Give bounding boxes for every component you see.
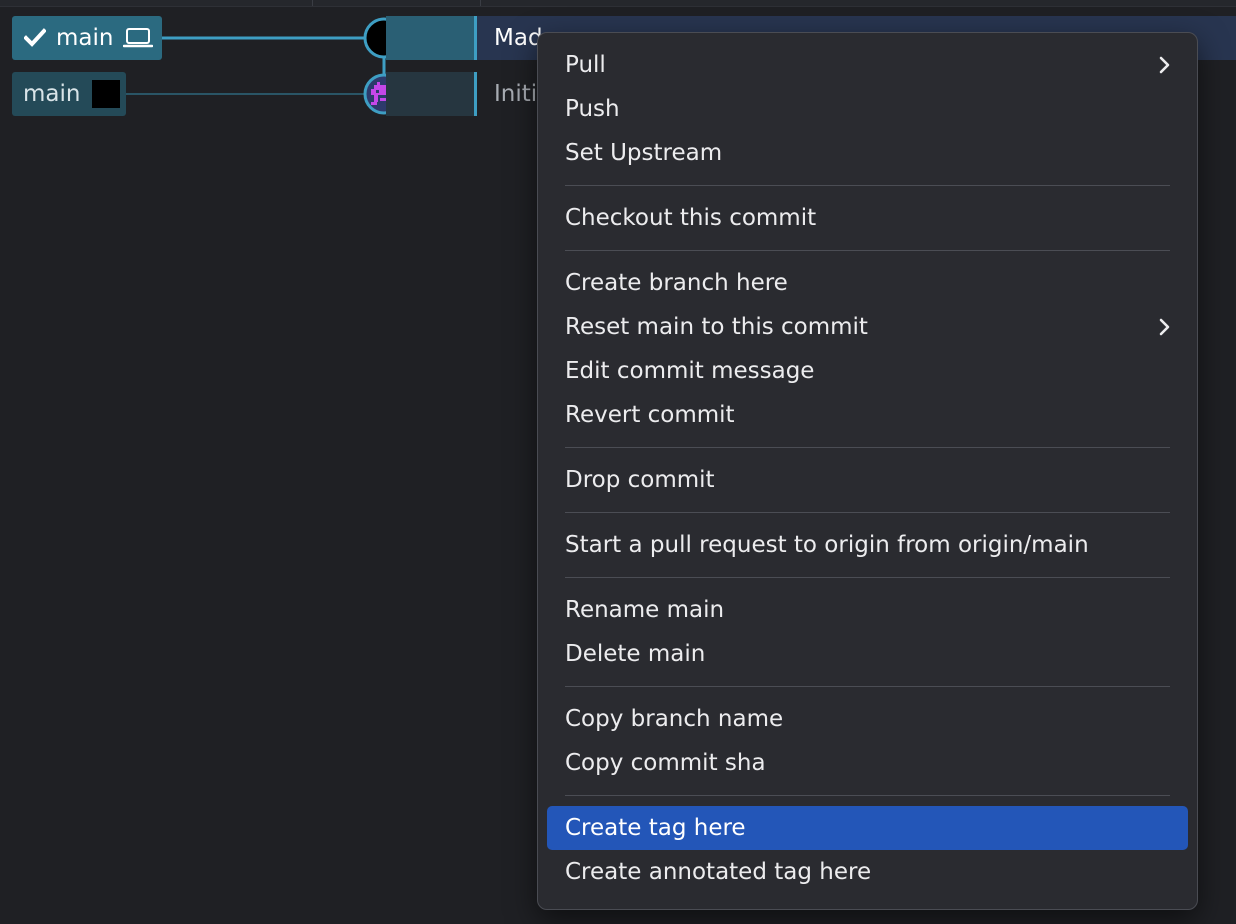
menu-item-delete-main[interactable]: Delete main bbox=[547, 632, 1188, 676]
column-divider[interactable] bbox=[480, 0, 481, 6]
menu-item-create-tag-here[interactable]: Create tag here bbox=[547, 806, 1188, 850]
menu-item-label: Create tag here bbox=[565, 815, 746, 841]
menu-item-create-annotated-tag-here[interactable]: Create annotated tag here bbox=[547, 850, 1188, 894]
menu-item-set-upstream[interactable]: Set Upstream bbox=[547, 131, 1188, 175]
column-header-strip bbox=[0, 0, 1236, 7]
menu-item-revert-commit[interactable]: Revert commit bbox=[547, 393, 1188, 437]
menu-item-label: Create branch here bbox=[565, 270, 788, 296]
menu-item-label: Start a pull request to origin from orig… bbox=[565, 532, 1089, 558]
row-graph-cell bbox=[386, 16, 474, 60]
commit-message: Initi bbox=[494, 81, 538, 107]
checkmark-icon bbox=[24, 28, 46, 47]
chevron-right-icon bbox=[1159, 318, 1170, 336]
row-accent-bar bbox=[474, 16, 477, 60]
branch-name: main bbox=[56, 25, 114, 51]
menu-item-label: Push bbox=[565, 96, 620, 122]
menu-item-start-a-pull-request-to-origin-from-origin-main[interactable]: Start a pull request to origin from orig… bbox=[547, 523, 1188, 567]
column-divider[interactable] bbox=[312, 0, 313, 6]
menu-separator bbox=[565, 795, 1170, 796]
menu-separator bbox=[565, 447, 1170, 448]
menu-item-pull[interactable]: Pull bbox=[547, 43, 1188, 87]
menu-item-reset-main-to-this-commit[interactable]: Reset main to this commit bbox=[547, 305, 1188, 349]
commit-message: Mad bbox=[494, 25, 543, 51]
menu-item-checkout-this-commit[interactable]: Checkout this commit bbox=[547, 196, 1188, 240]
branch-label-remote[interactable]: main bbox=[12, 72, 126, 116]
menu-item-label: Checkout this commit bbox=[565, 205, 817, 231]
menu-item-label: Reset main to this commit bbox=[565, 314, 868, 340]
menu-item-rename-main[interactable]: Rename main bbox=[547, 588, 1188, 632]
menu-item-label: Edit commit message bbox=[565, 358, 815, 384]
menu-item-label: Delete main bbox=[565, 641, 706, 667]
menu-item-label: Pull bbox=[565, 52, 606, 78]
menu-item-copy-branch-name[interactable]: Copy branch name bbox=[547, 697, 1188, 741]
menu-item-label: Drop commit bbox=[565, 467, 715, 493]
menu-item-label: Revert commit bbox=[565, 402, 735, 428]
menu-separator bbox=[565, 577, 1170, 578]
menu-separator bbox=[565, 512, 1170, 513]
menu-item-label: Rename main bbox=[565, 597, 725, 623]
menu-item-push[interactable]: Push bbox=[547, 87, 1188, 131]
chevron-right-icon bbox=[1159, 56, 1170, 74]
menu-item-label: Create annotated tag here bbox=[565, 859, 872, 885]
menu-separator bbox=[565, 686, 1170, 687]
branch-name: main bbox=[23, 81, 81, 107]
menu-item-label: Set Upstream bbox=[565, 140, 723, 166]
avatar-eye bbox=[376, 90, 379, 93]
branch-label-local[interactable]: main bbox=[12, 16, 162, 60]
laptop-icon bbox=[123, 28, 154, 48]
row-graph-cell bbox=[386, 72, 474, 116]
menu-item-drop-commit[interactable]: Drop commit bbox=[547, 458, 1188, 502]
menu-item-copy-commit-sha[interactable]: Copy commit sha bbox=[547, 741, 1188, 785]
menu-item-create-branch-here[interactable]: Create branch here bbox=[547, 261, 1188, 305]
row-accent-bar bbox=[474, 72, 477, 116]
remote-avatar-icon bbox=[92, 80, 121, 108]
menu-separator bbox=[565, 185, 1170, 186]
commit-row[interactable]: Initi bbox=[386, 72, 1236, 116]
menu-separator bbox=[565, 250, 1170, 251]
menu-item-label: Copy commit sha bbox=[565, 750, 766, 776]
menu-item-edit-commit-message[interactable]: Edit commit message bbox=[547, 349, 1188, 393]
menu-item-label: Copy branch name bbox=[565, 706, 784, 732]
